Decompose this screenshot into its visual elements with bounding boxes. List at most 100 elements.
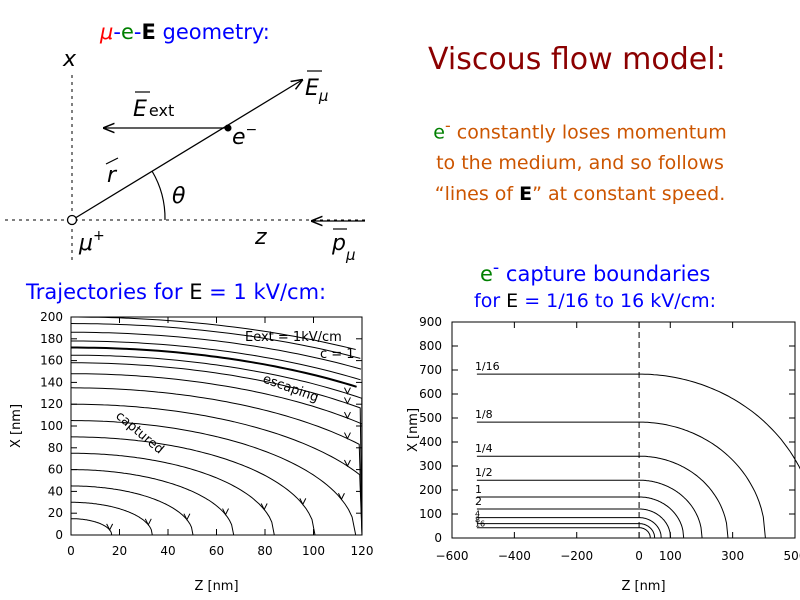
capture-boundaries-chart: 0100200300400500600700800900−600−400−200… bbox=[406, 315, 800, 594]
y-tick-label: 500 bbox=[419, 411, 442, 425]
capture-boundary-line bbox=[476, 455, 729, 539]
annotation-captured: captured bbox=[112, 409, 166, 458]
desc-line-3: “lines of E” at constant speed. bbox=[434, 183, 726, 206]
series-label: 16 bbox=[475, 520, 485, 529]
y-tick-label: 600 bbox=[419, 387, 442, 401]
electron-dot bbox=[224, 124, 232, 132]
y-tick-label: 300 bbox=[419, 459, 442, 473]
separatrix-trajectory bbox=[71, 346, 357, 388]
x-tick-label: 60 bbox=[209, 544, 224, 558]
r-vector bbox=[71, 80, 302, 221]
capture-boundary-line bbox=[476, 508, 672, 539]
trajectory-arrow bbox=[344, 387, 351, 395]
trajectory-arrow bbox=[344, 397, 351, 405]
captured-trajectory bbox=[71, 403, 363, 536]
x-tick-label: 120 bbox=[351, 544, 374, 558]
x-tick-label: 20 bbox=[112, 544, 127, 558]
label-e-mu: Eμ bbox=[305, 76, 328, 105]
captured-trajectory bbox=[71, 518, 113, 536]
captured-trajectory bbox=[71, 436, 316, 536]
annotation-c: c = 1 bbox=[320, 347, 355, 362]
x-tick-label: 100 bbox=[302, 544, 325, 558]
captured-trajectory bbox=[70, 485, 194, 536]
y-tick-label: 160 bbox=[40, 354, 63, 368]
label-x: x bbox=[62, 47, 77, 72]
desc-line-2: to the medium, and so follows bbox=[436, 152, 724, 175]
y-axis-label: X [nm] bbox=[9, 404, 24, 448]
trajectory-arrow bbox=[299, 498, 307, 506]
trajectory-arrow bbox=[337, 493, 345, 501]
trajectory-arrow bbox=[106, 523, 114, 532]
series-label: 8 bbox=[475, 516, 480, 525]
trajectory-arrow bbox=[344, 459, 351, 468]
x-axis-label: Z [nm] bbox=[621, 579, 665, 594]
captured-trajectory bbox=[71, 373, 363, 536]
captured-trajectory bbox=[71, 354, 363, 536]
y-axis-label: X [nm] bbox=[406, 408, 421, 452]
series-label: 2 bbox=[475, 495, 482, 508]
y-tick-label: 80 bbox=[48, 441, 63, 455]
captured-trajectory bbox=[71, 469, 235, 536]
y-tick-label: 100 bbox=[40, 419, 63, 433]
label-z: z bbox=[254, 225, 267, 250]
captured-trajectory bbox=[70, 420, 357, 536]
x-tick-label: −600 bbox=[436, 549, 469, 563]
y-tick-label: 120 bbox=[40, 397, 63, 411]
captured-trajectory bbox=[71, 362, 363, 536]
y-tick-label: 900 bbox=[419, 315, 442, 329]
capture-title-1: e- capture boundaries bbox=[480, 258, 711, 286]
label-e-minus: e− bbox=[232, 122, 257, 150]
series-label: 1/16 bbox=[475, 360, 500, 373]
y-tick-label: 40 bbox=[48, 484, 63, 498]
y-tick-label: 200 bbox=[40, 310, 63, 324]
trajectories-title: Trajectories for E = 1 kV/cm: bbox=[26, 280, 327, 304]
theta-arc bbox=[151, 170, 166, 221]
escaping-trajectory bbox=[70, 323, 361, 359]
x-tick-label: 40 bbox=[160, 544, 175, 558]
series-label: 1/4 bbox=[475, 442, 493, 455]
label-mu-plus: μ+ bbox=[78, 228, 105, 256]
x-tick-label: −200 bbox=[560, 549, 593, 563]
label-theta: θ bbox=[172, 184, 186, 209]
capture-title-2: for E = 1/16 to 16 kV/cm: bbox=[474, 290, 716, 312]
x-tick-label: 80 bbox=[257, 544, 272, 558]
annotation-eext: Eext = 1kV/cm bbox=[245, 330, 342, 345]
captured-trajectory bbox=[71, 452, 275, 536]
capture-boundary-line bbox=[476, 527, 651, 539]
y-tick-label: 0 bbox=[55, 528, 63, 542]
trajectory-arrow bbox=[144, 518, 152, 526]
escaping-trajectory bbox=[71, 331, 362, 370]
plot-frame bbox=[451, 321, 796, 539]
capture-boundary-line bbox=[476, 523, 656, 539]
capture-boundary-line bbox=[476, 517, 662, 539]
trajectory-arrow bbox=[222, 508, 229, 516]
captured-trajectory bbox=[71, 501, 153, 536]
escaping-trajectory bbox=[71, 340, 361, 381]
capture-boundary-line bbox=[476, 496, 685, 539]
capture-boundary-line bbox=[476, 479, 703, 539]
annotation-escaping: escaping bbox=[261, 372, 321, 406]
trajectory-arrow bbox=[260, 503, 268, 511]
y-tick-label: 100 bbox=[419, 507, 442, 521]
viscous-title: Viscous flow model: bbox=[428, 42, 726, 77]
x-tick-label: 0 bbox=[67, 544, 75, 558]
x-axis-label: Z [nm] bbox=[194, 579, 238, 594]
y-tick-label: 800 bbox=[419, 339, 442, 353]
label-r: r bbox=[107, 163, 118, 188]
trajectory-arrow bbox=[183, 513, 191, 521]
captured-trajectory bbox=[70, 387, 363, 536]
x-tick-label: 100 bbox=[659, 549, 682, 563]
x-tick-label: 300 bbox=[721, 549, 744, 563]
trajectory-arrow bbox=[344, 411, 351, 420]
y-tick-label: 0 bbox=[434, 531, 442, 545]
y-tick-label: 200 bbox=[419, 483, 442, 497]
muon-circle bbox=[66, 214, 78, 226]
series-label: 1 bbox=[475, 483, 482, 496]
x-tick-label: −400 bbox=[498, 549, 531, 563]
trajectory-arrow bbox=[344, 432, 351, 440]
capture-boundary-line bbox=[476, 421, 766, 539]
y-tick-label: 180 bbox=[40, 332, 63, 346]
